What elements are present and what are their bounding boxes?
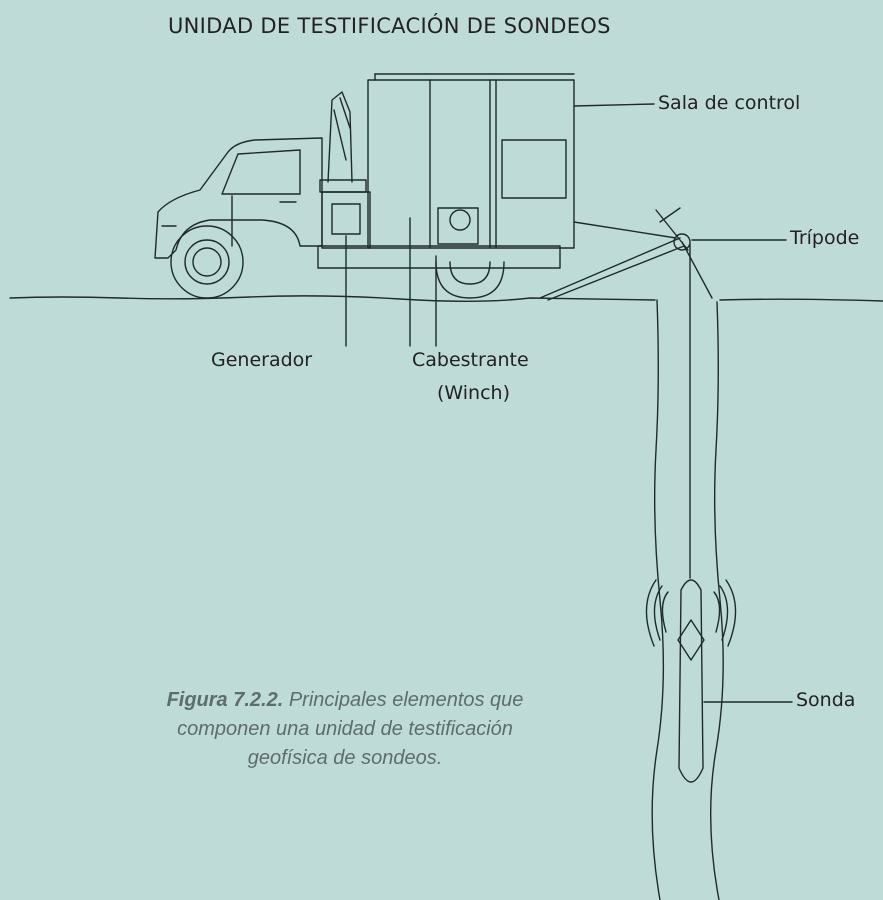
- borehole-left-wall: [651, 299, 665, 900]
- control-room-box: [367, 73, 575, 249]
- label-tripod: Trípode: [790, 227, 860, 249]
- label-winch-english: (Winch): [437, 382, 511, 404]
- label-winch: Cabestrante: [412, 349, 529, 371]
- ground-line: [9, 295, 883, 302]
- truck-cab-icon: [154, 137, 323, 259]
- label-generator: Generador: [211, 349, 313, 371]
- crane-icon: [319, 91, 367, 193]
- leader-winch: [409, 217, 437, 347]
- front-wheel-icon: [170, 225, 244, 299]
- label-control-room: Sala de control: [658, 92, 801, 114]
- borehole-right-wall: [709, 301, 724, 900]
- caption-number: Figura 7.2.2.: [166, 689, 284, 711]
- caption-text: Principales elementos que componen una u…: [177, 689, 524, 769]
- figure-caption: Figura 7.2.2. Principales elementos que …: [150, 686, 540, 773]
- probe-icon: [645, 579, 737, 783]
- figure-title: UNIDAD DE TESTIFICACIÓN DE SONDEOS: [168, 14, 611, 38]
- label-probe: Sonda: [796, 689, 856, 711]
- rear-wheel-icon: [435, 261, 505, 299]
- leader-control-room: [573, 103, 655, 107]
- tripod-icon: [539, 207, 713, 301]
- chassis: [317, 245, 561, 269]
- winch-cable: [573, 221, 677, 239]
